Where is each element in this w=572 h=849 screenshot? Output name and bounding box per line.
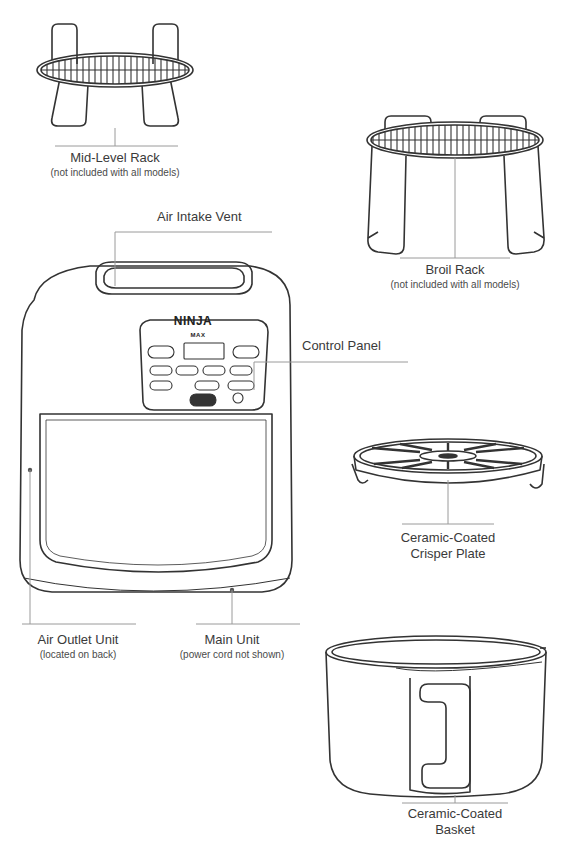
- part-label: Broil Rack: [345, 262, 565, 278]
- brand-text: NINJA: [163, 314, 223, 329]
- basket-shape: [396, 662, 542, 671]
- leader-line-shape: [115, 232, 272, 286]
- broil-rack-shape: [368, 139, 542, 140]
- main-unit-shape: [184, 343, 224, 359]
- crisper-plate-shape: [420, 451, 476, 461]
- leader-line-shape: [402, 480, 494, 524]
- broil-rack: [367, 116, 544, 254]
- mid-level-rack-shape: [40, 69, 190, 70]
- main-unit-shape: [228, 381, 254, 390]
- main-unit-shape: [230, 366, 252, 375]
- leader-line-shape: [55, 128, 178, 146]
- mid-level-rack-shape: [41, 56, 189, 84]
- main-unit-shape: [40, 414, 272, 572]
- main-unit: [20, 262, 292, 592]
- basket-shape: [410, 676, 470, 794]
- mid-level-rack: [37, 24, 193, 126]
- main-unit-shape: [195, 381, 219, 390]
- main-unit-shape: [176, 366, 198, 375]
- part-note: (not included with all models): [345, 278, 565, 291]
- leader-line-shape: [402, 795, 508, 803]
- main-unit-shape: [150, 366, 172, 375]
- broil-rack-shape: [368, 146, 406, 254]
- leader-line: [400, 158, 510, 258]
- basket: [326, 636, 546, 797]
- main-unit-shape: [190, 394, 216, 406]
- mid-level-rack-shape: [37, 53, 193, 87]
- leader-line: [402, 795, 508, 803]
- crisper-plate-shape: [354, 439, 542, 473]
- basket-shape: [540, 647, 546, 649]
- brand-text: MAX: [178, 331, 218, 340]
- main-unit-shape: [24, 578, 290, 591]
- part-label: Air Outlet Unit: [8, 632, 148, 648]
- crisper-plate-shape: [439, 454, 457, 458]
- part-label: Mid-Level Rack: [15, 150, 215, 166]
- basket-shape: [326, 652, 546, 797]
- leader-line: [402, 480, 494, 524]
- main-unit-shape: [96, 262, 252, 294]
- crisper-plate-shape: [372, 443, 524, 469]
- part-label: Ceramic-Coated Crisper Plate: [388, 530, 508, 562]
- leader-line-shape: [400, 158, 510, 258]
- broil-rack-shape: [367, 122, 543, 158]
- main-unit-shape: [233, 346, 259, 358]
- leader-line: [55, 128, 178, 146]
- main-unit-shape: [148, 346, 174, 358]
- main-unit-shape: [20, 266, 292, 592]
- basket-shape: [332, 640, 540, 664]
- part-note: (located on back): [8, 648, 148, 661]
- broil-rack-shape: [368, 232, 544, 238]
- leader-line-shape: [22, 470, 136, 624]
- part-note: (not included with all models): [15, 166, 215, 179]
- part-note: (power cord not shown): [152, 648, 312, 661]
- part-label: Air Intake Vent: [157, 209, 297, 225]
- part-label: Control Panel: [302, 338, 442, 354]
- mid-level-rack-shape: [77, 52, 153, 64]
- main-unit-shape: [46, 420, 266, 565]
- part-label: Main Unit: [152, 632, 312, 648]
- main-unit-shape: [150, 381, 172, 390]
- crisper-plate-shape: [360, 442, 536, 470]
- main-unit-shape: [140, 320, 268, 410]
- leader-line-shape: [196, 590, 300, 624]
- main-unit-shape: [233, 393, 243, 403]
- leader-line: [22, 232, 408, 624]
- leader-line-shape: [254, 362, 408, 390]
- main-unit-shape: [203, 366, 225, 375]
- main-unit-shape: [104, 268, 244, 288]
- broil-rack-shape: [504, 146, 544, 254]
- basket-shape: [420, 684, 470, 788]
- basket-shape: [326, 636, 546, 668]
- part-label: Ceramic-Coated Basket: [395, 806, 515, 838]
